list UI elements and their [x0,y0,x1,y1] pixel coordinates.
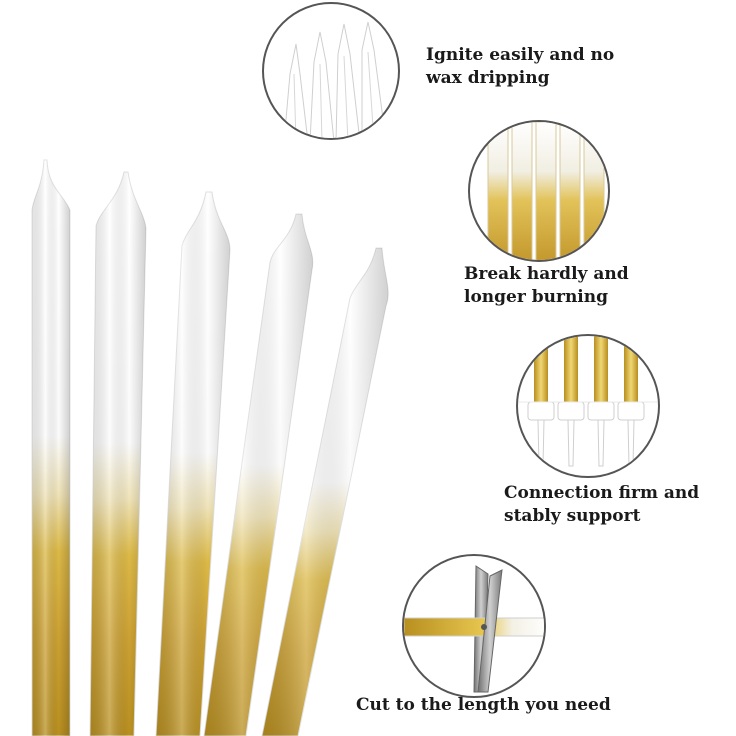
feature-line: longer burning [464,287,609,307]
feature-text-scissors: Cut to the length you need [356,694,611,717]
feature-text-gradient: Break hardly and longer burning [464,263,629,309]
candle-1 [31,159,71,736]
feature-circle-gradient [468,120,610,262]
feature-line: Break hardly and [464,264,629,284]
scissors-cut-icon [404,565,544,693]
candle-5 [261,247,389,736]
feature-circle-scissors [402,554,546,698]
candle-gradient-icon [487,122,605,260]
feature-text-tips: Ignite easily and no wax dripping [426,44,614,90]
feature-line: Connection firm and [504,483,700,503]
candle-holders-icon [518,336,658,467]
feature-circle-holders [516,334,660,478]
feature-line: Cut to the length you need [356,695,611,715]
feature-line: stably support [504,506,641,526]
candle-3 [155,191,231,736]
candle-tips-icon [283,21,386,138]
feature-circle-tips [262,2,400,140]
candle-2 [89,171,147,736]
feature-line: Ignite easily and no [426,45,615,65]
candle-4 [203,213,314,736]
feature-text-holders: Connection firm and stably support [504,482,699,528]
feature-line: wax dripping [426,68,550,88]
